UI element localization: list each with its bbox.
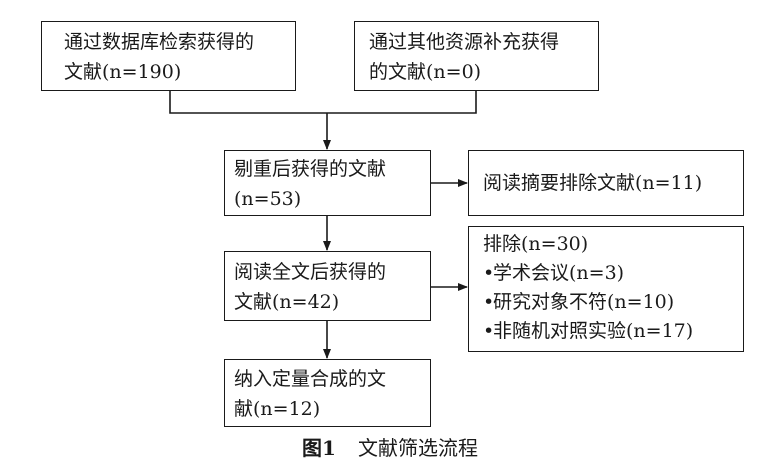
database-records-line1: 通过数据库检索获得的 — [64, 31, 255, 53]
exclusion-item: •研究对象不符(n=10) — [483, 288, 743, 317]
merge-connector — [169, 91, 477, 114]
deduplicated-line2: (n=53) — [234, 188, 302, 210]
included-line2: 献(n=12) — [234, 398, 321, 420]
included-line1: 纳入定量合成的文 — [234, 368, 387, 390]
other-sources-box: 通过其他资源补充获得 的文献(n=0) — [354, 21, 599, 91]
full-text-box: 阅读全文后获得的 文献(n=42) — [224, 251, 431, 321]
abstract-excluded-box: 阅读摘要排除文献(n=11) — [468, 150, 744, 216]
exclusion-item-label: 学术会议(n=3) — [493, 262, 625, 284]
exclusion-item-label: 研究对象不符(n=10) — [493, 291, 675, 313]
exclusion-item: •非随机对照实验(n=17) — [483, 317, 743, 346]
bullet-icon: • — [483, 291, 495, 313]
other-sources-line2: 的文献(n=0) — [369, 61, 482, 83]
database-records-box: 通过数据库检索获得的 文献(n=190) — [41, 21, 296, 91]
deduplicated-box: 剔重后获得的文献 (n=53) — [224, 150, 431, 216]
bullet-icon: • — [483, 262, 495, 284]
figure-title: 文献筛选流程 — [357, 436, 478, 460]
full-text-line2: 文献(n=42) — [234, 291, 340, 313]
included-box: 纳入定量合成的文 献(n=12) — [224, 359, 431, 427]
database-records-line2: 文献(n=190) — [64, 61, 182, 83]
abstract-excluded-text: 阅读摘要排除文献(n=11) — [483, 172, 703, 194]
other-sources-line1: 通过其他资源补充获得 — [369, 31, 560, 53]
full-text-line1: 阅读全文后获得的 — [234, 261, 387, 283]
figure-number: 图1 — [302, 436, 336, 460]
bullet-icon: • — [483, 320, 495, 342]
exclusion-title: 排除(n=30) — [483, 233, 589, 255]
exclusion-item: •学术会议(n=3) — [483, 259, 743, 288]
exclusion-item-label: 非随机对照实验(n=17) — [493, 320, 694, 342]
figure-caption: 图1 文献筛选流程 — [0, 432, 780, 461]
exclusion-reasons-box: 排除(n=30) •学术会议(n=3) •研究对象不符(n=10) •非随机对照… — [468, 226, 744, 352]
deduplicated-line1: 剔重后获得的文献 — [234, 158, 387, 180]
